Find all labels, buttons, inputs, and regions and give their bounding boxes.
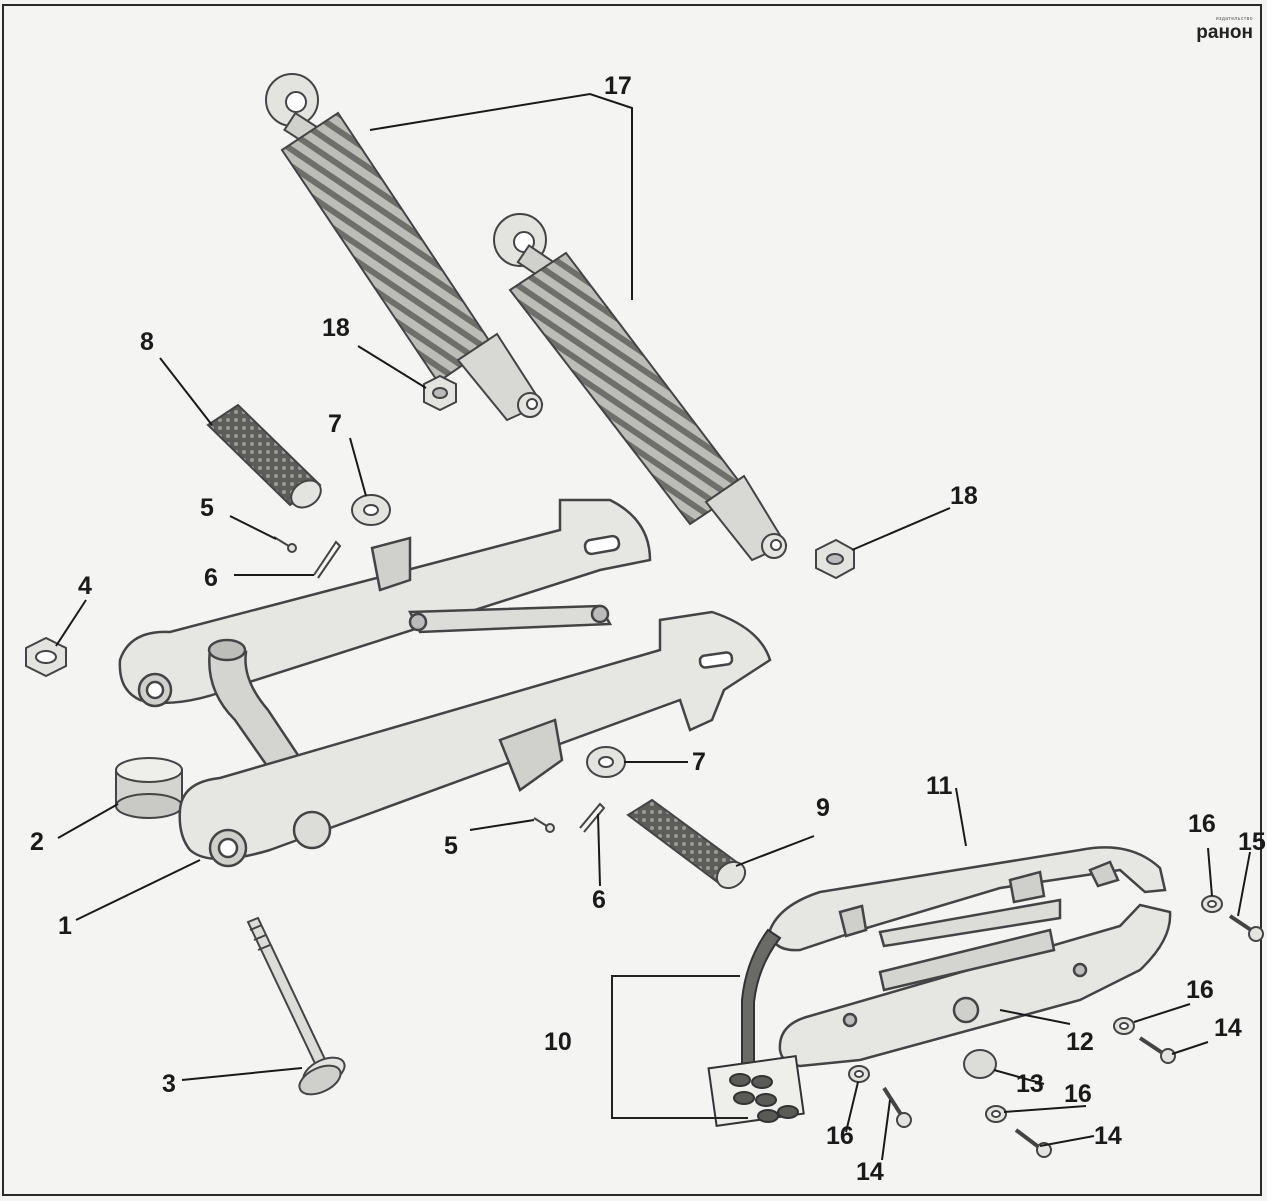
plug-13: [963, 1049, 997, 1079]
diagram-frame: [2, 4, 1262, 1196]
nut-4: [25, 636, 67, 678]
nut-18-upper: [423, 374, 457, 412]
callout-13: 13: [1016, 1070, 1044, 1098]
callout-17: 17: [604, 72, 632, 100]
callout-7-lower: 7: [692, 748, 706, 776]
cotter-6-upper: [313, 540, 342, 579]
washer-16-c: [848, 1065, 870, 1083]
callout-18-upper: 18: [322, 314, 350, 342]
publisher-tagline: издательство: [1215, 16, 1253, 22]
callout-12: 12: [1066, 1028, 1094, 1056]
washer-16-a: [1201, 895, 1223, 913]
callout-16-d: 16: [1064, 1080, 1092, 1108]
callout-10: 10: [544, 1028, 572, 1056]
callout-2: 2: [30, 828, 44, 856]
pin-5-upper: [273, 536, 297, 553]
axle-pin-8: [206, 403, 322, 509]
bolt-14-b: [882, 1086, 912, 1128]
shock-absorber-left: [265, 73, 544, 422]
callout-18-right: 18: [950, 482, 978, 510]
washer-7-lower: [586, 746, 626, 778]
callout-14-a: 14: [1214, 1014, 1242, 1042]
callout-3: 3: [162, 1070, 176, 1098]
callout-16-c: 16: [826, 1122, 854, 1150]
axle-bolt-3: [246, 916, 346, 1096]
callout-4: 4: [78, 572, 92, 600]
leader-lines: [55, 92, 1251, 1161]
callout-14-b: 14: [856, 1158, 884, 1186]
callout-5-lower: 5: [444, 832, 458, 860]
callout-6-lower: 6: [592, 886, 606, 914]
callout-1: 1: [58, 912, 72, 940]
bolt-14-a: [1138, 1036, 1176, 1064]
callout-14-c: 14: [1094, 1122, 1122, 1150]
callout-11: 11: [926, 772, 953, 800]
nut-18-right: [815, 538, 855, 580]
pin-5-lower: [533, 817, 555, 833]
washer-7-upper: [351, 494, 391, 526]
callout-8: 8: [140, 328, 154, 356]
washer-16-d: [985, 1105, 1007, 1123]
bolt-15: [1228, 914, 1264, 942]
callout-6-upper: 6: [204, 564, 218, 592]
washer-16-b: [1113, 1017, 1135, 1035]
shock-absorber-right: [493, 213, 788, 562]
callout-16-b: 16: [1186, 976, 1214, 1004]
callout-15: 15: [1238, 828, 1266, 856]
callout-bracket-10: [611, 975, 748, 1119]
callout-5-upper: 5: [200, 494, 214, 522]
callout-9: 9: [816, 794, 830, 822]
axle-pin-9: [626, 798, 747, 890]
callout-7-upper: 7: [328, 410, 342, 438]
drive-chain-10: [707, 928, 805, 1127]
cotter-6-lower: [579, 802, 606, 833]
swing-arm-1: [118, 498, 772, 868]
publisher-logo: ранон: [1196, 22, 1253, 43]
bushing-2: [115, 757, 183, 819]
chain-guard-upper-11: [768, 846, 1167, 952]
callout-16-a: 16: [1188, 810, 1216, 838]
bolt-14-c: [1014, 1128, 1052, 1158]
